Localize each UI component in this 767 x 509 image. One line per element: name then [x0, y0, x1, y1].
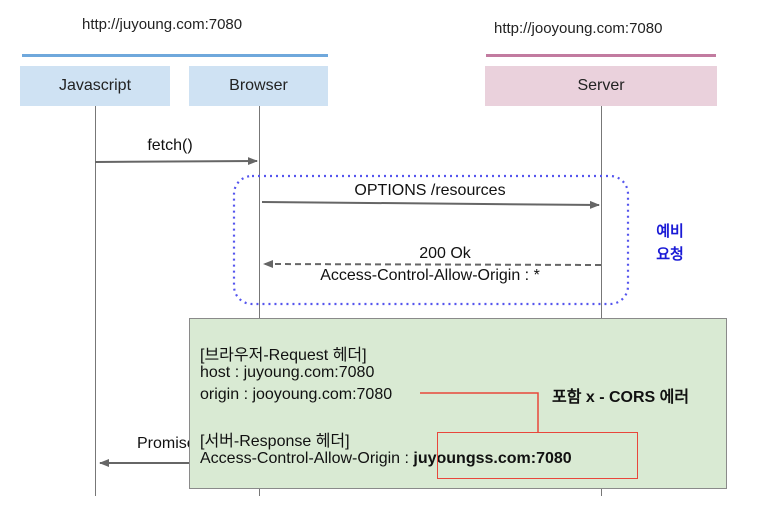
options-arrow — [261, 200, 600, 209]
server-lane-line — [486, 54, 716, 57]
javascript-actor-label: Javascript — [58, 77, 132, 94]
fetch-label: fetch() — [147, 137, 193, 154]
note-origin: origin : jooyoung.com:7080 — [200, 386, 393, 403]
server-origin-label: http://jooyoung.com:7080 — [494, 20, 663, 37]
ok-return-arrow — [263, 260, 602, 269]
note-host: host : juyoung.com:7080 — [200, 364, 375, 381]
fetch-arrow — [94, 157, 258, 166]
browser-actor: Browser — [189, 66, 328, 106]
javascript-actor: Javascript — [20, 66, 170, 106]
preflight-label-line2: 요청 — [656, 246, 684, 263]
browser-actor-label: Browser — [229, 77, 288, 94]
options-label: OPTIONS /resources — [354, 182, 506, 199]
client-lane-line — [22, 54, 328, 57]
client-origin-label: http://juyoung.com:7080 — [82, 16, 243, 33]
preflight-frame — [232, 174, 630, 306]
note-browser-request-header: [브라우저-Request 헤더] — [200, 347, 367, 364]
acao-wildcard-label: Access-Control-Allow-Origin : * — [320, 267, 540, 284]
preflight-label-line1: 예비 — [656, 223, 684, 240]
browser-lifeline — [259, 106, 260, 496]
javascript-lifeline — [95, 106, 96, 496]
server-actor: Server — [485, 66, 717, 106]
server-actor-label: Server — [577, 77, 625, 94]
note-server-response-header: [서버-Response 헤더] — [200, 433, 350, 450]
server-lifeline — [601, 106, 602, 496]
note-acao-value: juyoungss.com:7080 — [413, 450, 572, 467]
note-acao: Access-Control-Allow-Origin : juyoungss.… — [200, 450, 572, 468]
promise-label: Promise — [137, 435, 196, 452]
acao-value-highlight — [437, 432, 638, 479]
cors-error-label: 포함 x - CORS 에러 — [552, 389, 690, 406]
ok-label: 200 Ok — [419, 245, 471, 262]
note-acao-key: Access-Control-Allow-Origin : — [200, 450, 414, 467]
preflight-label: 예비 요청 — [648, 220, 692, 266]
